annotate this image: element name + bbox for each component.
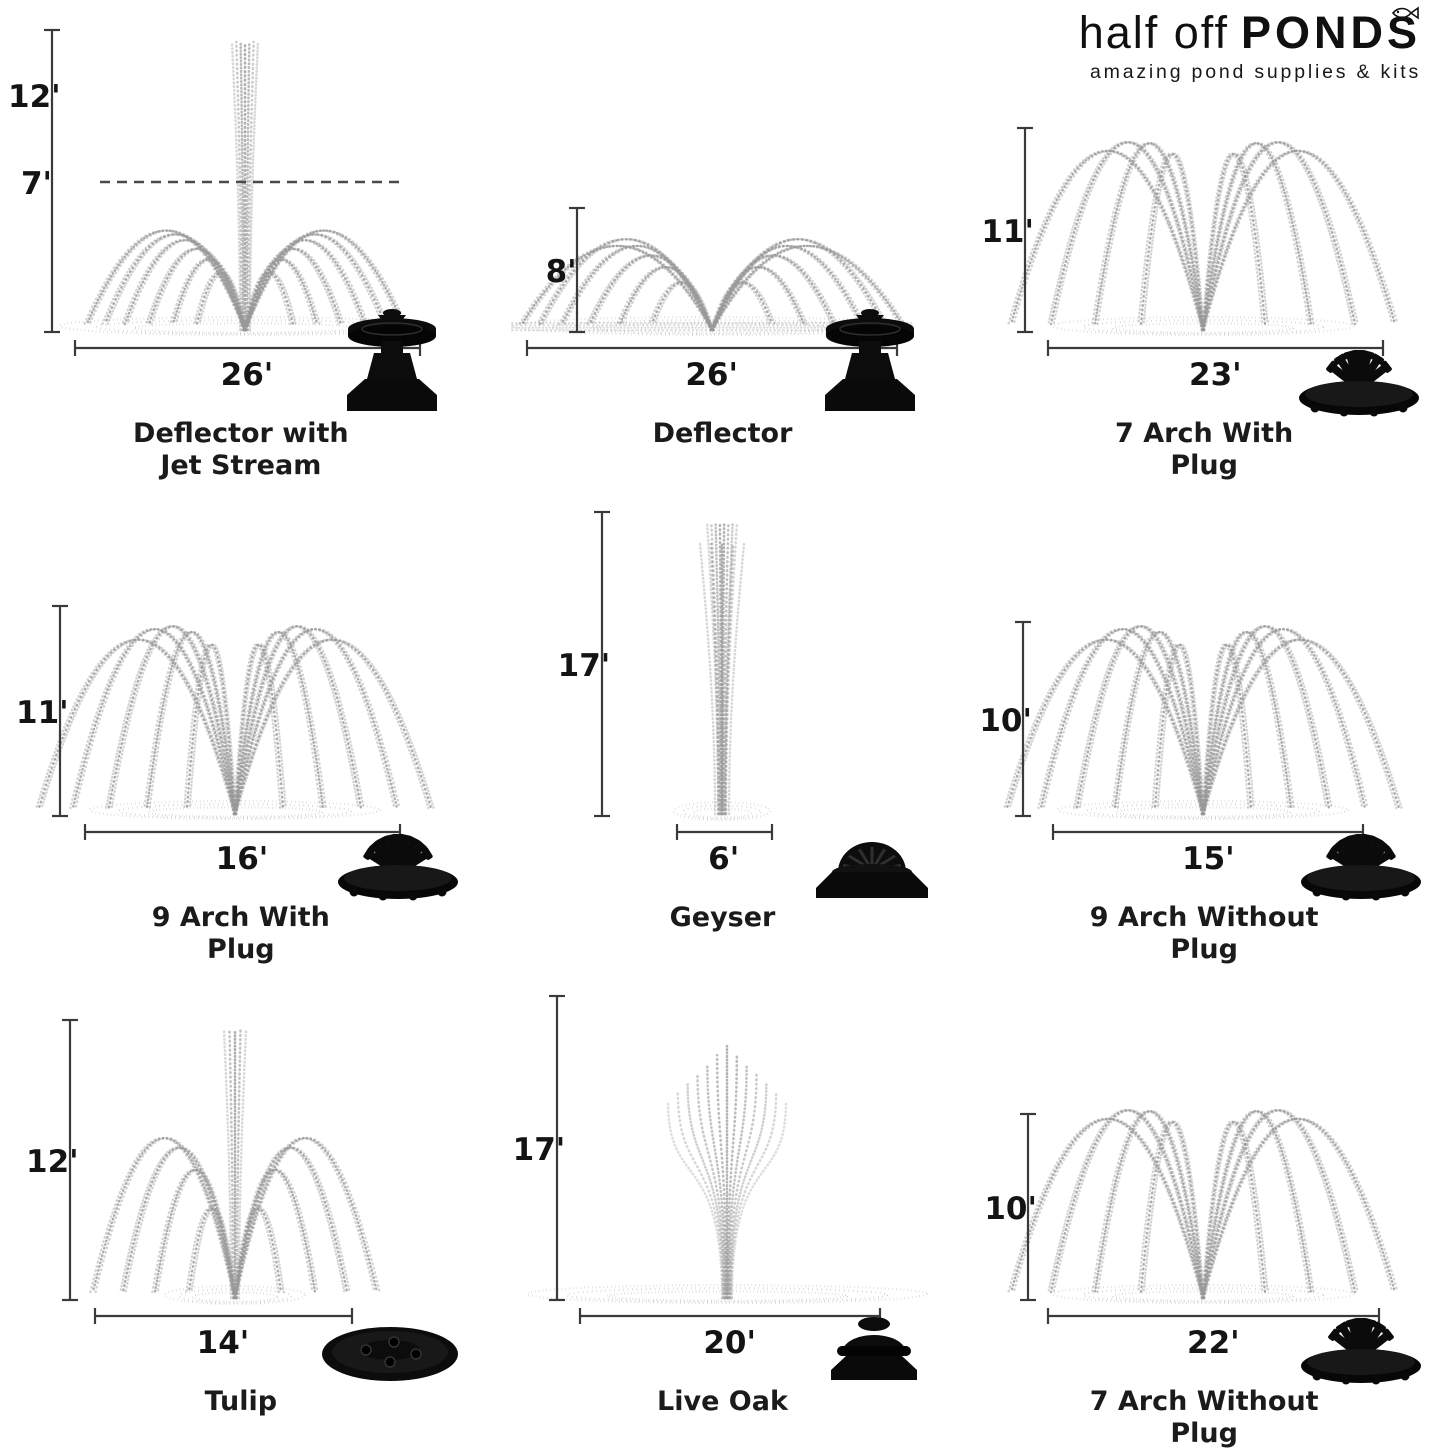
fountain-cell-7-arch-with-plug: 11' 23' 7 Arch With Plug	[963, 0, 1445, 484]
brand-tagline: amazing pond supplies & kits	[1090, 60, 1421, 83]
fountain-name: Geyser	[669, 902, 776, 933]
nozzle-m9-icon	[338, 833, 458, 901]
height-label: 10'	[979, 703, 1032, 739]
fountain-cell-deflector-with-jet-stream: 12' 7' 26' Deflector with Jet Stream	[0, 0, 482, 484]
fountain-cell-geyser: 17' 6' Geyser	[482, 484, 964, 968]
nozzle-tul-icon	[322, 1327, 458, 1381]
dimension-lines	[593, 510, 773, 840]
dimension-lines	[1015, 620, 1365, 840]
dimension-lines	[44, 28, 422, 356]
fountain-cell-9-arch-without-plug: 10' 15' 9 Arch Without Plug	[963, 484, 1445, 968]
dimension-lines	[62, 1018, 354, 1324]
height-label: 12'	[8, 79, 61, 115]
height-label: 17'	[512, 1132, 566, 1168]
dimension-lines	[548, 994, 881, 1324]
width-label: 23'	[1189, 357, 1242, 393]
fountain-cell-deflector: 8' 26' Deflector	[482, 0, 964, 484]
fountain-cell-9-arch-with-plug: 11' 16' 9 Arch With Plug	[0, 484, 482, 968]
nozzle-defl-icon	[347, 309, 437, 411]
fountain-name: Tulip	[204, 1386, 278, 1417]
fountain-name: Live Oak	[657, 1386, 788, 1417]
brand-name-bold: PONDS	[1240, 7, 1421, 58]
nozzle-m7-icon	[1301, 1318, 1422, 1385]
dimension-lines	[525, 206, 898, 356]
fountain-art-deflector	[510, 206, 915, 411]
nozzle-oak-icon	[830, 1317, 917, 1380]
secondary-height-label: 7'	[20, 166, 52, 202]
fountain-name: Deflector with Jet Stream	[133, 418, 349, 481]
height-label: 11'	[981, 214, 1034, 250]
nozzle-m7-icon	[1299, 350, 1420, 417]
dimension-lines	[1020, 1112, 1381, 1324]
fountain-name: 9 Arch Without Plug	[1089, 902, 1319, 965]
fountain-art-live-oak	[525, 994, 928, 1380]
fountain-name: 9 Arch With Plug	[151, 902, 330, 965]
spray-illustration	[672, 520, 771, 822]
fountain-art-tulip	[62, 1018, 458, 1381]
fish-icon	[1391, 6, 1419, 20]
width-label: 20'	[703, 1325, 756, 1361]
fountain-name: 7 Arch With Plug	[1115, 418, 1294, 481]
width-label: 14'	[196, 1325, 250, 1361]
spray-illustration	[1003, 625, 1404, 821]
fountain-cell-7-arch-without-plug: 10' 22' 7 Arch Without Plug	[963, 968, 1445, 1452]
width-label: 6'	[708, 841, 740, 877]
nozzle-gey-icon	[815, 842, 928, 898]
fountain-art-7-arch-with-plug	[1007, 126, 1420, 417]
height-label: 10'	[984, 1191, 1037, 1227]
fountain-cell-tulip: 12' 14' Tulip	[0, 968, 482, 1452]
fountain-art-7-arch-without-plug	[1007, 1109, 1422, 1385]
dimension-lines	[1017, 126, 1385, 356]
spray-illustration	[1007, 1109, 1400, 1305]
height-label: 11'	[16, 695, 69, 731]
fountain-name: Deflector	[652, 418, 793, 449]
spray-illustration	[1007, 141, 1400, 337]
dimension-lines	[52, 604, 402, 840]
fountain-art-9-arch-without-plug	[1003, 620, 1422, 901]
width-label: 15'	[1182, 841, 1235, 877]
spray-illustration	[89, 1028, 381, 1306]
fountain-art-9-arch-with-plug	[35, 604, 458, 901]
fountain-art-deflector-with-jet-stream	[44, 28, 437, 411]
fountain-name: 7 Arch Without Plug	[1089, 1386, 1319, 1449]
fountain-cell-live-oak: 17' 20' Live Oak	[482, 968, 964, 1452]
width-label: 26'	[685, 357, 738, 393]
nozzle-defl-icon	[824, 309, 915, 411]
height-label: 8'	[545, 254, 577, 290]
width-label: 26'	[220, 357, 274, 393]
fountain-art-geyser	[593, 510, 928, 898]
width-label: 16'	[215, 841, 269, 877]
width-label: 22'	[1187, 1325, 1240, 1361]
brand-name-light: half off	[1078, 7, 1229, 58]
spray-illustration	[35, 625, 435, 821]
nozzle-m9-icon	[1301, 833, 1422, 901]
spray-illustration	[58, 40, 432, 337]
spray-illustration	[525, 1044, 928, 1305]
height-label: 12'	[26, 1144, 79, 1180]
height-label: 17'	[557, 648, 611, 684]
